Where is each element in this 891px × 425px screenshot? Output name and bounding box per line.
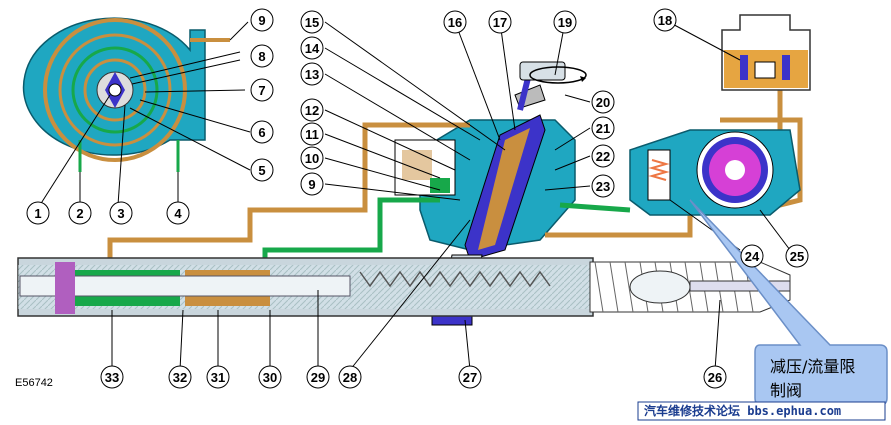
label-23: 23 bbox=[591, 174, 615, 198]
rack-housing bbox=[17, 257, 594, 317]
label-19: 19 bbox=[553, 10, 577, 34]
pump bbox=[629, 129, 801, 216]
label-9-top: 9 bbox=[250, 8, 274, 32]
svg-text:5: 5 bbox=[258, 163, 265, 178]
svg-text:30: 30 bbox=[263, 370, 277, 385]
label-2: 2 bbox=[68, 201, 92, 225]
svg-text:7: 7 bbox=[258, 83, 265, 98]
label-8: 8 bbox=[250, 44, 274, 68]
label-9-mid: 9 bbox=[300, 172, 324, 196]
label-31: 31 bbox=[206, 365, 230, 389]
callout-bubble: 减压/流量限 制阀 bbox=[689, 199, 888, 406]
rotary-valve-section bbox=[22, 17, 230, 172]
label-29: 29 bbox=[306, 365, 330, 389]
svg-text:25: 25 bbox=[790, 249, 804, 264]
label-27: 27 bbox=[458, 365, 482, 389]
label-5: 5 bbox=[250, 158, 274, 182]
svg-text:27: 27 bbox=[463, 370, 477, 385]
label-3: 3 bbox=[109, 201, 133, 225]
svg-text:22: 22 bbox=[596, 149, 610, 164]
leader-lines bbox=[111, 19, 791, 371]
svg-text:3: 3 bbox=[117, 206, 124, 221]
svg-text:28: 28 bbox=[343, 370, 357, 385]
svg-text:19: 19 bbox=[558, 15, 572, 30]
label-10: 10 bbox=[300, 146, 324, 170]
label-11: 11 bbox=[300, 122, 324, 146]
svg-text:21: 21 bbox=[596, 121, 610, 136]
label-16: 16 bbox=[443, 10, 467, 34]
svg-text:8: 8 bbox=[258, 49, 265, 64]
svg-text:14: 14 bbox=[305, 41, 320, 56]
rack-boot bbox=[589, 261, 791, 313]
svg-text:6: 6 bbox=[258, 125, 265, 140]
label-7: 7 bbox=[250, 78, 274, 102]
watermark-text: 汽车维修技术论坛 bbs.ephua.com bbox=[644, 403, 841, 418]
label-33: 33 bbox=[100, 365, 124, 389]
svg-text:1: 1 bbox=[34, 206, 41, 221]
label-22: 22 bbox=[591, 144, 615, 168]
callout-text-line2: 制阀 bbox=[770, 381, 802, 400]
svg-text:17: 17 bbox=[493, 15, 507, 30]
svg-text:29: 29 bbox=[311, 370, 325, 385]
svg-text:4: 4 bbox=[174, 206, 182, 221]
svg-text:13: 13 bbox=[305, 67, 319, 82]
label-26: 26 bbox=[703, 365, 727, 389]
label-20: 20 bbox=[591, 90, 615, 114]
svg-text:11: 11 bbox=[305, 127, 319, 142]
label-30: 30 bbox=[258, 365, 282, 389]
svg-text:9: 9 bbox=[308, 177, 315, 192]
label-14: 14 bbox=[300, 36, 324, 60]
label-6: 6 bbox=[250, 120, 274, 144]
label-15: 15 bbox=[300, 10, 324, 34]
svg-text:23: 23 bbox=[596, 179, 610, 194]
svg-text:18: 18 bbox=[658, 13, 672, 28]
svg-text:24: 24 bbox=[745, 249, 760, 264]
svg-text:16: 16 bbox=[448, 15, 462, 30]
label-21: 21 bbox=[591, 116, 615, 140]
svg-text:32: 32 bbox=[173, 370, 187, 385]
label-13: 13 bbox=[300, 62, 324, 86]
label-1: 1 bbox=[26, 201, 50, 225]
part-labels: 1 2 3 4 5 6 7 8 9 9 10 11 12 13 14 15 16… bbox=[26, 8, 809, 389]
label-18: 18 bbox=[653, 8, 677, 32]
label-4: 4 bbox=[166, 201, 190, 225]
label-32: 32 bbox=[168, 365, 192, 389]
label-28: 28 bbox=[338, 365, 362, 389]
svg-text:12: 12 bbox=[305, 103, 319, 118]
label-12: 12 bbox=[300, 98, 324, 122]
leader-lines-left bbox=[39, 21, 251, 206]
valve-block bbox=[394, 139, 456, 196]
label-24: 24 bbox=[740, 244, 764, 268]
label-25: 25 bbox=[785, 244, 809, 268]
svg-text:9: 9 bbox=[258, 13, 265, 28]
svg-text:2: 2 bbox=[76, 206, 83, 221]
callout-text-line1: 减压/流量限 bbox=[770, 357, 855, 376]
label-17: 17 bbox=[488, 10, 512, 34]
watermark: 汽车维修技术论坛 bbs.ephua.com bbox=[637, 401, 886, 421]
svg-text:15: 15 bbox=[305, 15, 319, 30]
svg-text:20: 20 bbox=[596, 95, 610, 110]
svg-text:31: 31 bbox=[211, 370, 225, 385]
svg-text:10: 10 bbox=[305, 151, 319, 166]
reservoir bbox=[721, 14, 811, 91]
svg-text:33: 33 bbox=[105, 370, 119, 385]
figure-code: E56742 bbox=[15, 377, 53, 389]
svg-text:26: 26 bbox=[708, 370, 722, 385]
